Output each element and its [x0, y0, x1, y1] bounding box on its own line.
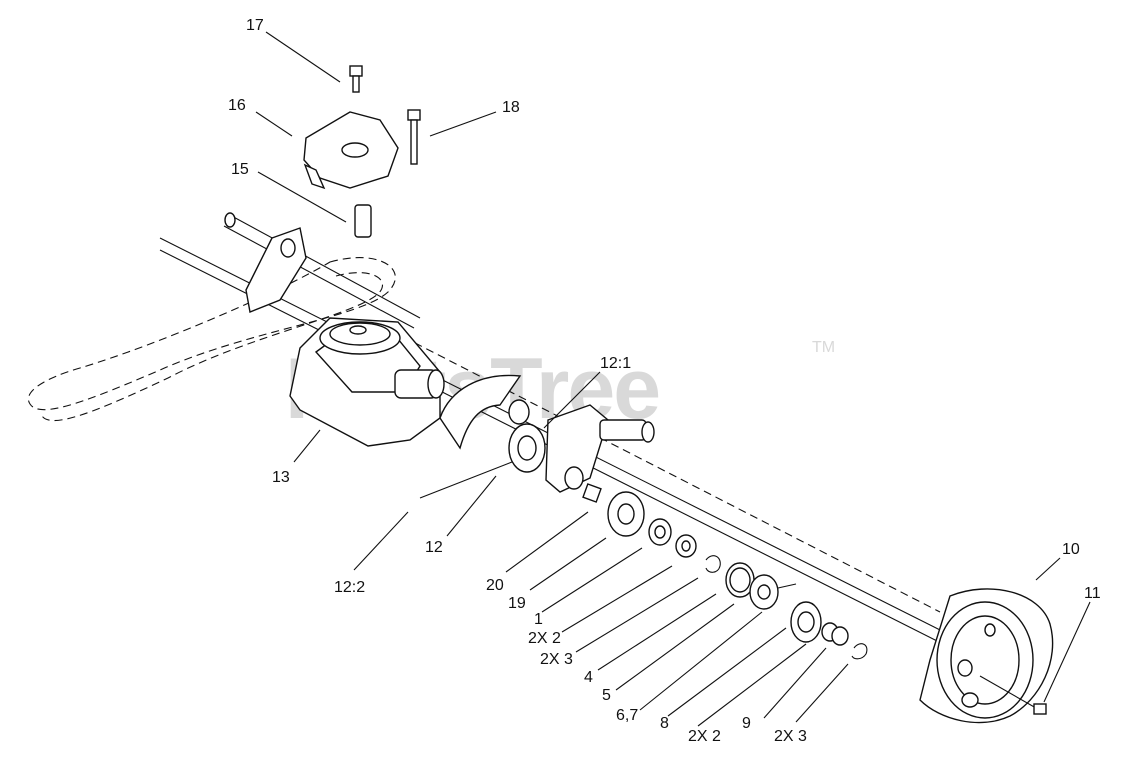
- callout-2x3-right: 2X 3: [774, 728, 807, 745]
- leader-lines: [255, 31, 1091, 727]
- callout-19: 19: [508, 595, 526, 612]
- callout-2x2-left: 2X 2: [528, 630, 561, 647]
- callout-12-1: 12:1: [600, 355, 631, 372]
- callout-2x3-left: 2X 3: [540, 651, 573, 668]
- transmission-housing: [289, 317, 445, 447]
- watermark-trademark: TM: [812, 339, 835, 356]
- callout-20: 20: [486, 577, 504, 594]
- small-parts-stack: [582, 483, 868, 660]
- part-callouts: 17 16 18 15 12:1 13 12 12:2 20 19 1 2X 2…: [228, 17, 1101, 745]
- wheel-hub: [919, 588, 1054, 724]
- callout-8: 8: [660, 715, 669, 732]
- callout-9: 9: [742, 715, 751, 732]
- callout-17: 17: [246, 17, 264, 34]
- callout-18: 18: [502, 99, 520, 116]
- drive-belt: [27, 257, 396, 422]
- callout-15: 15: [231, 161, 249, 178]
- clutch-assembly: [439, 374, 655, 493]
- callout-2x2-right: 2X 2: [688, 728, 721, 745]
- callout-16: 16: [228, 97, 246, 114]
- callout-12-2: 12:2: [334, 579, 365, 596]
- callout-1: 1: [534, 611, 543, 628]
- callout-13: 13: [272, 469, 290, 486]
- callout-4: 4: [584, 669, 593, 686]
- callout-6-7: 6,7: [616, 707, 638, 724]
- top-parts: [303, 65, 421, 238]
- callout-12: 12: [425, 539, 443, 556]
- callout-10: 10: [1062, 541, 1080, 558]
- upper-shaft: [223, 212, 421, 329]
- callout-5: 5: [602, 687, 611, 704]
- callout-11: 11: [1084, 585, 1101, 602]
